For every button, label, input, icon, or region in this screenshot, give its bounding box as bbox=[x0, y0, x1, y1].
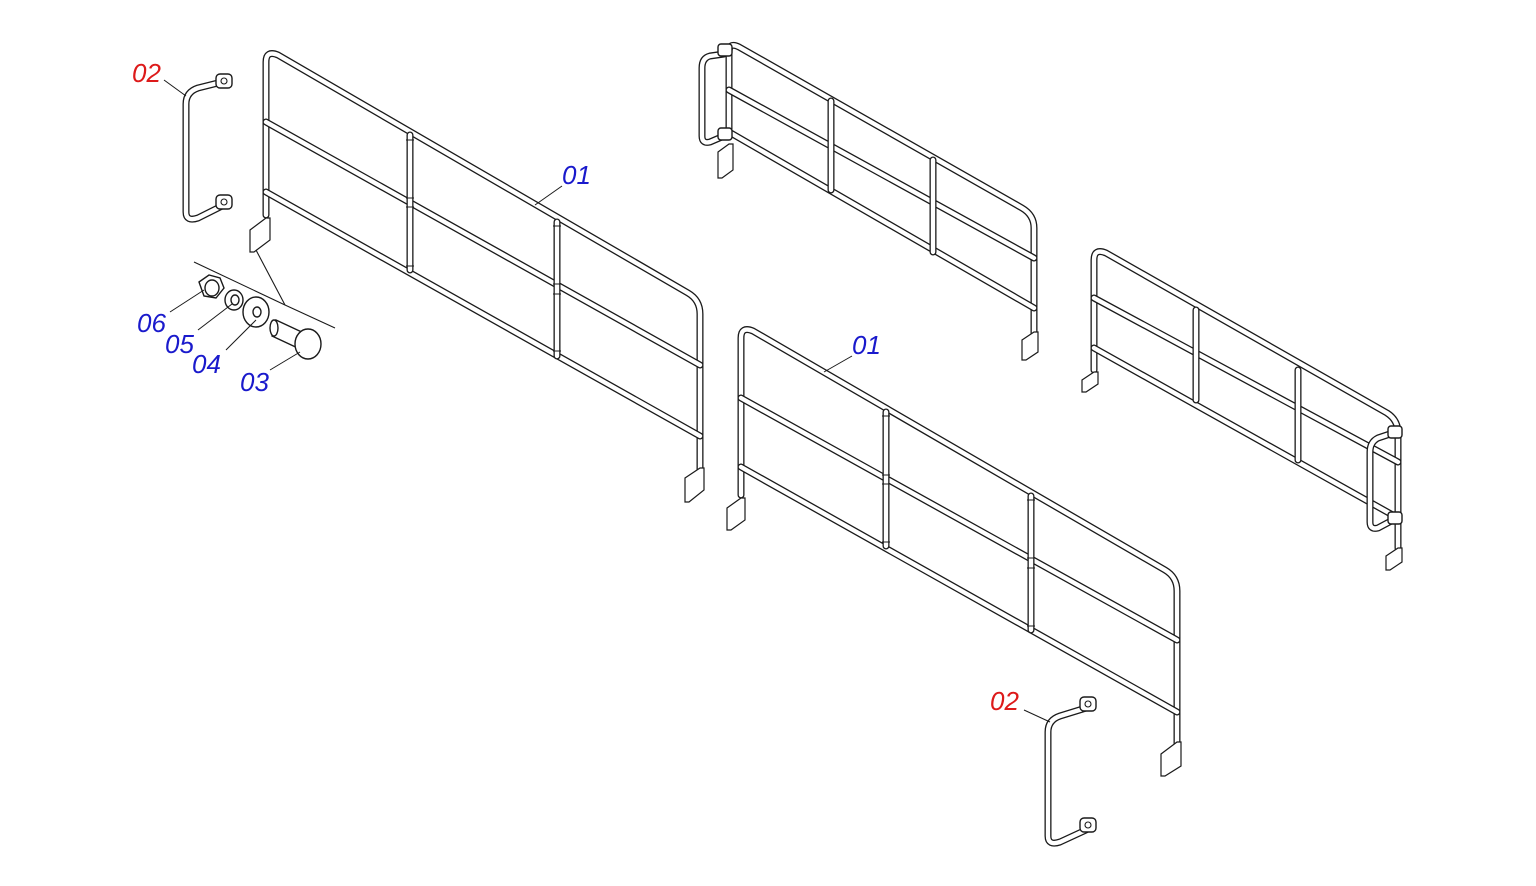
end-bow-part-02-top-left bbox=[182, 73, 233, 223]
fastener-set bbox=[193, 249, 336, 360]
base-plate bbox=[1385, 547, 1403, 571]
callout-01-center-panel: 01 bbox=[852, 330, 881, 360]
callout-02-top-left: 02 bbox=[132, 58, 161, 88]
callout-04: 04 bbox=[192, 349, 221, 379]
base-plate bbox=[1160, 741, 1182, 777]
guardrail-panel-top-right bbox=[698, 41, 1039, 361]
hex-nut-part-06 bbox=[198, 274, 225, 299]
assembly-axis-line bbox=[193, 261, 336, 329]
callout-02-bottom: 02 bbox=[990, 686, 1019, 716]
callout-05: 05 bbox=[165, 329, 194, 359]
lock-washer-part-05 bbox=[224, 289, 244, 311]
callout-labels: 02 01 01 02 06 05 04 03 bbox=[132, 58, 1019, 716]
guardrail-panel-left bbox=[249, 50, 705, 503]
base-plate bbox=[717, 143, 734, 179]
end-bow-part-02-bottom bbox=[1044, 696, 1097, 847]
guardrail-panel-center bbox=[726, 326, 1182, 777]
base-plate bbox=[249, 217, 271, 253]
base-plate bbox=[726, 497, 746, 531]
leader-lines bbox=[163, 79, 1051, 723]
callout-01-left-panel: 01 bbox=[562, 160, 591, 190]
base-plate bbox=[1081, 371, 1099, 393]
base-plate bbox=[1021, 331, 1039, 361]
flat-washer-part-04 bbox=[242, 296, 270, 328]
callout-03: 03 bbox=[240, 367, 269, 397]
base-plate bbox=[684, 467, 705, 503]
bolt-part-03 bbox=[269, 319, 322, 360]
guardrail-panel-right bbox=[1081, 248, 1403, 571]
callout-06: 06 bbox=[137, 308, 166, 338]
